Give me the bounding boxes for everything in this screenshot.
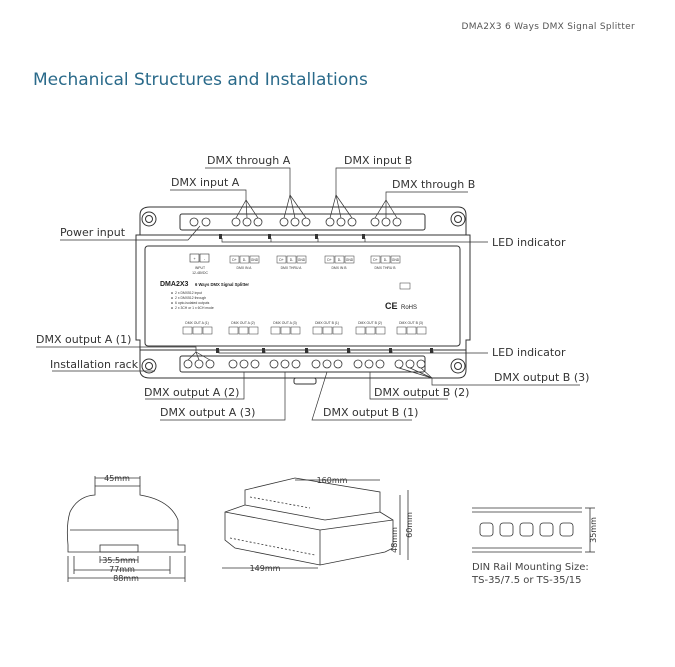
svg-text:D+: D+ — [232, 258, 236, 262]
panel-branding: DMA2X3 6 Ways DMX Signal Splitter 2 x DM… — [160, 281, 417, 311]
label-dmx-output-a1: DMX output A (1) — [36, 333, 131, 346]
label-dmx-input-a: DMX input A — [171, 176, 240, 189]
panel-power-terminal: + - INPUT 12-48VDC — [189, 253, 210, 275]
label-dmx-output-a2: DMX output A (2) — [144, 386, 239, 399]
dim-width-top: 45mm — [104, 474, 130, 483]
device-body — [135, 206, 471, 385]
label-dmx-through-b: DMX through B — [392, 178, 475, 191]
device-name: 6 Ways DMX Signal Splitter — [195, 282, 249, 287]
ce-mark: CE — [385, 301, 398, 311]
svg-text:D+: D+ — [373, 258, 377, 262]
feature-2: 2 x DMX512 through — [175, 296, 206, 300]
model-title: DMA2X3 6 Ways DMX Signal Splitter — [461, 22, 635, 32]
label-dmx-thru-a: DMX THRU A — [281, 266, 303, 270]
panel-top-pin-labels: D+ D- GND D+ D- GND D+ D- GND D+ D- GND … — [232, 258, 400, 270]
device-model: DMA2X3 — [160, 281, 189, 288]
label-power-input: Power input — [60, 226, 126, 239]
dim-height-body: 48mm — [390, 527, 399, 553]
dim-mid-width: 77mm — [109, 565, 135, 574]
svg-text:D+: D+ — [279, 258, 283, 262]
label-dmx-output-b3: DMX output B (3) — [494, 371, 589, 384]
feature-3: 6 opto-isolated outputs — [175, 301, 210, 305]
dim-length-bottom: 149mm — [250, 564, 281, 573]
label-led-indicator-bottom: LED indicator — [492, 346, 566, 359]
label-dmx-in-b: DMX IN B — [331, 266, 347, 270]
din-rail-drawing — [472, 507, 595, 553]
callout-lines — [36, 167, 580, 421]
panel-top-pin-boxes — [229, 255, 401, 264]
din-rail-line1: DIN Rail Mounting Size: — [472, 562, 589, 573]
trash-bin-icon — [399, 282, 411, 290]
label-dmx-through-a: DMX through A — [207, 154, 291, 167]
rohs-mark: RoHS — [401, 305, 417, 311]
isometric-view-drawing — [222, 477, 409, 569]
label-dmx-thru-b: DMX THRU B — [374, 266, 396, 270]
svg-text:DMX OUT A (1): DMX OUT A (1) — [185, 321, 209, 325]
led-indicators — [216, 234, 433, 353]
label-dmx-output-a3: DMX output A (3) — [160, 406, 255, 419]
dim-rail-height: 35mm — [589, 517, 598, 543]
bottom-terminal-screws — [183, 359, 426, 369]
svg-text:DMX OUT B (2): DMX OUT B (2) — [358, 321, 382, 325]
svg-text:D+: D+ — [327, 258, 331, 262]
feature-1: 2 x DMX512 input — [175, 291, 202, 295]
dim-inner-width: 35.5mm — [102, 556, 136, 565]
dim-outer-width: 88mm — [113, 574, 139, 583]
feature-4: 2 x 3CH or 1 x 6CH mode — [175, 306, 214, 310]
panel-bottom-pin-boxes — [182, 326, 427, 335]
svg-text:DMX OUT B (1): DMX OUT B (1) — [315, 321, 339, 325]
input-label: INPUT — [195, 266, 205, 270]
svg-text:DMX OUT A (3): DMX OUT A (3) — [273, 321, 297, 325]
svg-text:D-: D- — [338, 258, 342, 262]
svg-text:D-: D- — [243, 258, 247, 262]
power-plus-pin: + — [193, 256, 196, 261]
svg-text:D-: D- — [384, 258, 388, 262]
section-title: Mechanical Structures and Installations — [33, 70, 368, 90]
dim-height-total: 60mm — [405, 512, 414, 538]
svg-text:DMX OUT A (2): DMX OUT A (2) — [231, 321, 255, 325]
svg-text:GND: GND — [346, 258, 354, 262]
svg-text:GND: GND — [392, 258, 400, 262]
label-dmx-output-b1: DMX output B (1) — [323, 406, 418, 419]
panel-output-labels: DMX OUT A (1) DMX OUT A (2) DMX OUT A (3… — [185, 321, 423, 325]
svg-text:D-: D- — [290, 258, 294, 262]
din-rail-line2: TS-35/7.5 or TS-35/15 — [471, 575, 582, 586]
side-view-drawing — [66, 476, 186, 582]
input-voltage: 12-48VDC — [192, 271, 208, 275]
svg-text:GND: GND — [251, 258, 259, 262]
label-dmx-in-a: DMX IN A — [237, 266, 253, 270]
label-installation-rack: Installation rack — [50, 358, 139, 371]
dim-length-top: 160mm — [317, 476, 348, 485]
label-dmx-input-b: DMX input B — [344, 154, 412, 167]
power-minus-pin: - — [204, 256, 206, 261]
label-dmx-output-b2: DMX output B (2) — [374, 386, 469, 399]
svg-text:DMX OUT B (3): DMX OUT B (3) — [399, 321, 423, 325]
svg-text:GND: GND — [298, 258, 306, 262]
top-terminal-screws — [189, 217, 402, 227]
label-led-indicator-top: LED indicator — [492, 236, 566, 249]
